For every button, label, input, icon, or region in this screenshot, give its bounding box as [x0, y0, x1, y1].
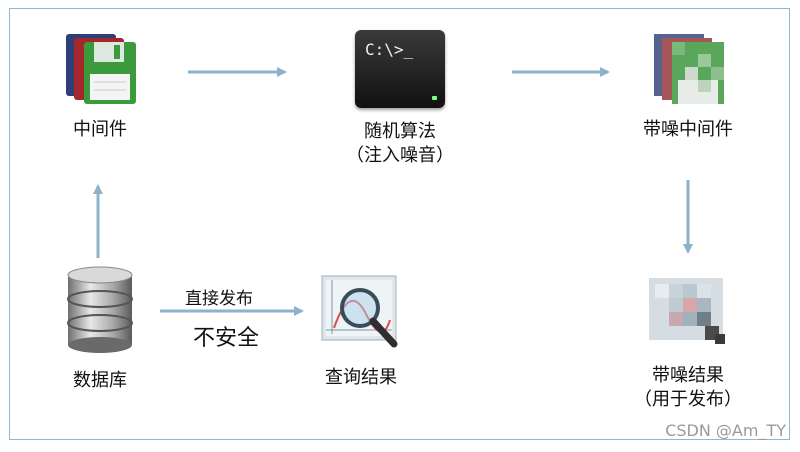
watermark: CSDN @Am_TY — [665, 421, 786, 440]
node-database: 数据库 — [40, 265, 160, 393]
query-result-label: 查询结果 — [325, 367, 397, 388]
node-noisy-result: 带噪结果 （用于发布） — [628, 272, 748, 412]
terminal-led — [432, 96, 437, 100]
node-middleware: 中间件 — [40, 30, 160, 142]
edge-label-direct-publish: 直接发布 — [185, 289, 253, 309]
pixelated-magnifier-chart-icon — [649, 278, 725, 344]
algorithm-label-line1: 随机算法 — [364, 121, 436, 142]
node-noisy-middleware: 带噪中间件 — [628, 30, 748, 142]
database-icon — [67, 266, 133, 353]
noisy-result-label-line2: （用于发布） — [634, 389, 742, 410]
diagram-frame — [9, 8, 790, 440]
noisy-result-label-line1: 带噪结果 — [652, 365, 724, 386]
pixelated-floppy-disks-icon — [654, 34, 724, 104]
terminal-icon: C:\>_ — [355, 30, 445, 108]
middleware-label: 中间件 — [73, 119, 127, 140]
algorithm-label-line2: （注入噪音） — [346, 145, 454, 166]
database-label: 数据库 — [73, 370, 127, 391]
noisy-middleware-label: 带噪中间件 — [643, 119, 733, 140]
floppy-disks-icon — [66, 34, 136, 104]
node-random-algorithm: C:\>_ 随机算法 （注入噪音） — [340, 30, 460, 168]
node-query-result: 查询结果 — [306, 270, 416, 390]
edge-label-unsafe: 不安全 — [193, 326, 260, 351]
terminal-prompt-text: C:\>_ — [365, 40, 414, 59]
magnifier-chart-icon — [321, 275, 398, 348]
